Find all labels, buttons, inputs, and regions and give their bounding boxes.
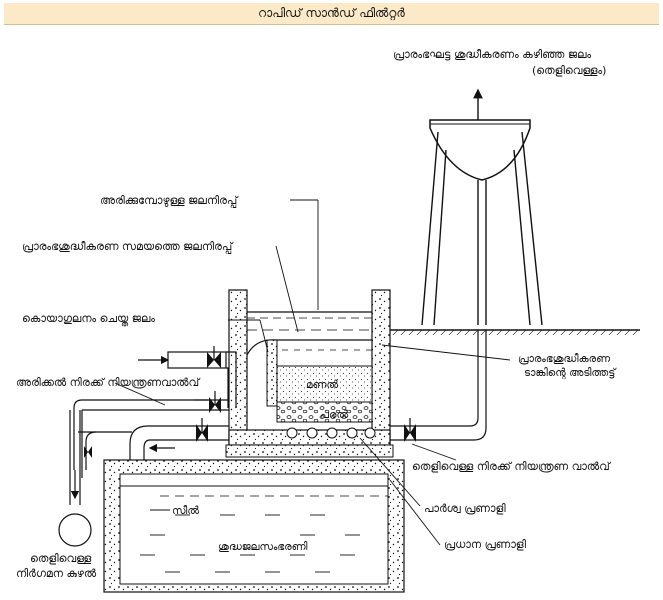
filter-box: [225, 289, 394, 458]
label-gravel: പരൽ: [320, 409, 349, 421]
flow-arrows: [148, 399, 208, 453]
valve-outlet: [84, 446, 92, 458]
label-sand: മണൽ: [306, 379, 340, 391]
label-seal: സീൽ: [172, 505, 200, 517]
inlet-pipes: [73, 351, 237, 478]
label-clear-well: ശുദ്ധജലസംഭരണി: [218, 541, 308, 553]
label-treated-water-l1: പ്രാരംഭഘട്ട ശുദ്ധീകരണം കഴിഞ്ഞ ജലം: [393, 48, 592, 61]
label-water-level-pretreatment: പ്രാരംഭശുദ്ധീകരണ സമയത്തെ ജലനിരപ്പ്: [22, 240, 234, 254]
label-coagulated-water: കൊയാഗുലനം ചെയ്ത ജലം: [22, 312, 155, 326]
label-lateral-pipe: പാർശ്വ പ്രണാളി: [424, 502, 506, 515]
valve-filter-rate: [209, 391, 221, 413]
label-clear-water-valve: തെളിവെള്ള നിരക്ക് നിയന്ത്രണ വാൽവ്: [412, 460, 612, 473]
label-treated-water-l2: (തെളിവെള്ളം): [532, 64, 606, 77]
label-outlet-l2: നിർഗമന കുഴൽ: [16, 567, 97, 580]
clear-water-riser: [390, 330, 487, 441]
leader-lines: [114, 199, 511, 546]
label-main-pipe: പ്രധാന പ്രണാളി: [444, 538, 527, 551]
valve-main: [196, 418, 208, 442]
tank-tower-legs: [421, 131, 543, 326]
valve-coagulated: [207, 346, 221, 368]
valve-clear-water: [404, 418, 416, 442]
label-tank-bottom-l1: പ്രാരംഭശുദ്ധീകരണ: [518, 353, 611, 365]
outlet-pipe: [58, 410, 92, 547]
label-tank-bottom-l2: ടാങ്കിന്റെ അടിത്തട്ട്: [524, 367, 617, 380]
page-title: റാപിഡ് സാൻഡ് ഫിൽറ്റർ: [258, 6, 405, 20]
elevated-tank: [429, 88, 531, 181]
label-water-level-filtering: അരിക്കുമ്പോഴുള്ള ജലനിരപ്പ്: [100, 194, 239, 208]
label-outlet-l1: തെളിവെള്ള: [30, 552, 92, 565]
label-filter-rate-valve: അരിക്കൽ നിരക്ക് നിയന്ത്രണവാൽവ്: [16, 376, 201, 389]
title-bar: റാപിഡ് സാൻഡ് ഫിൽറ്റർ: [4, 3, 659, 25]
ground: [388, 329, 640, 335]
clear-well: [103, 459, 405, 593]
